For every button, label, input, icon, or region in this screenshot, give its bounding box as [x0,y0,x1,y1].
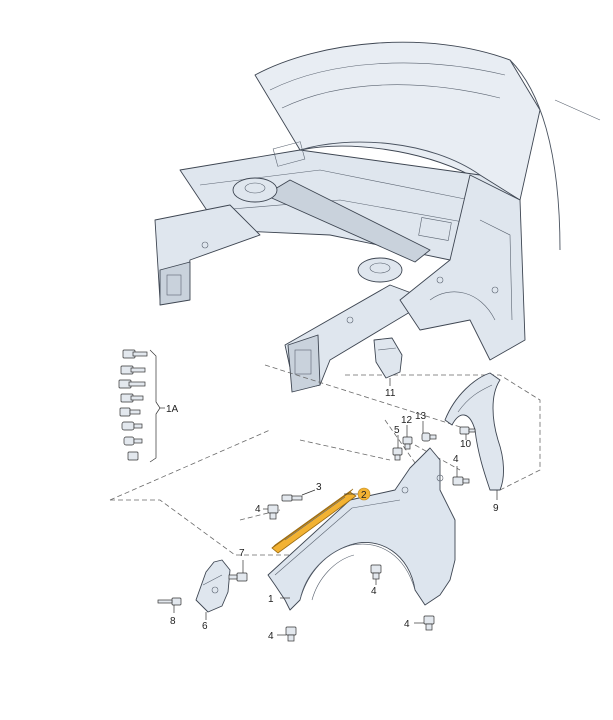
callout-4b: 4 [371,586,377,597]
bolt-icon [120,365,146,375]
part-4-bolt-d [414,615,435,631]
part-13-clip [421,421,437,442]
assembly-guide-lines [109,364,541,556]
bolt-icon [120,393,144,403]
callout-3: 3 [316,482,322,493]
callout-10: 10 [460,439,472,450]
callout-4c: 4 [268,631,274,642]
part-11-bracket [373,337,403,386]
callout-7: 7 [239,548,245,559]
callout-6: 6 [202,621,208,632]
callout-8: 8 [170,616,176,627]
callout-4d: 4 [404,619,410,630]
clip-icon [123,436,143,446]
fastener-kit-1a [118,349,165,463]
callout-5: 5 [394,425,400,436]
part-12-bolt [402,425,413,450]
part-6-lower-bracket [195,559,231,620]
screw-icon [119,407,141,417]
clip-icon [121,421,143,431]
part-10-bolt [459,426,476,440]
part-3-clip [281,489,316,502]
bolt-icon [122,349,148,359]
part-1-front-fender [267,447,456,611]
part-7-bolt [228,560,248,582]
callout-4e: 4 [453,454,459,465]
callout-11: 11 [385,388,396,399]
part-4-bolt-c [277,626,297,642]
callout-13: 13 [415,411,427,422]
callout-1: 1 [268,594,274,605]
part-8-bolt [157,597,182,613]
part-5-bolt [392,435,403,461]
part-2-seal-strip [271,488,357,554]
callout-2: 2 [361,490,367,501]
part-4-bolt-b [370,564,382,585]
bolt-icon [118,379,146,389]
part-4-bolt-e [452,466,470,486]
callout-4a: 4 [255,504,261,515]
highlight-marker [357,487,371,501]
callout-1a: 1A [166,404,179,415]
part-9-pillar-trim [444,372,504,500]
vehicle-front-structure [154,41,601,393]
part-4-bolt-a [263,504,279,520]
callout-9: 9 [493,503,499,514]
callout-12: 12 [401,415,413,426]
nut-icon [127,451,139,461]
